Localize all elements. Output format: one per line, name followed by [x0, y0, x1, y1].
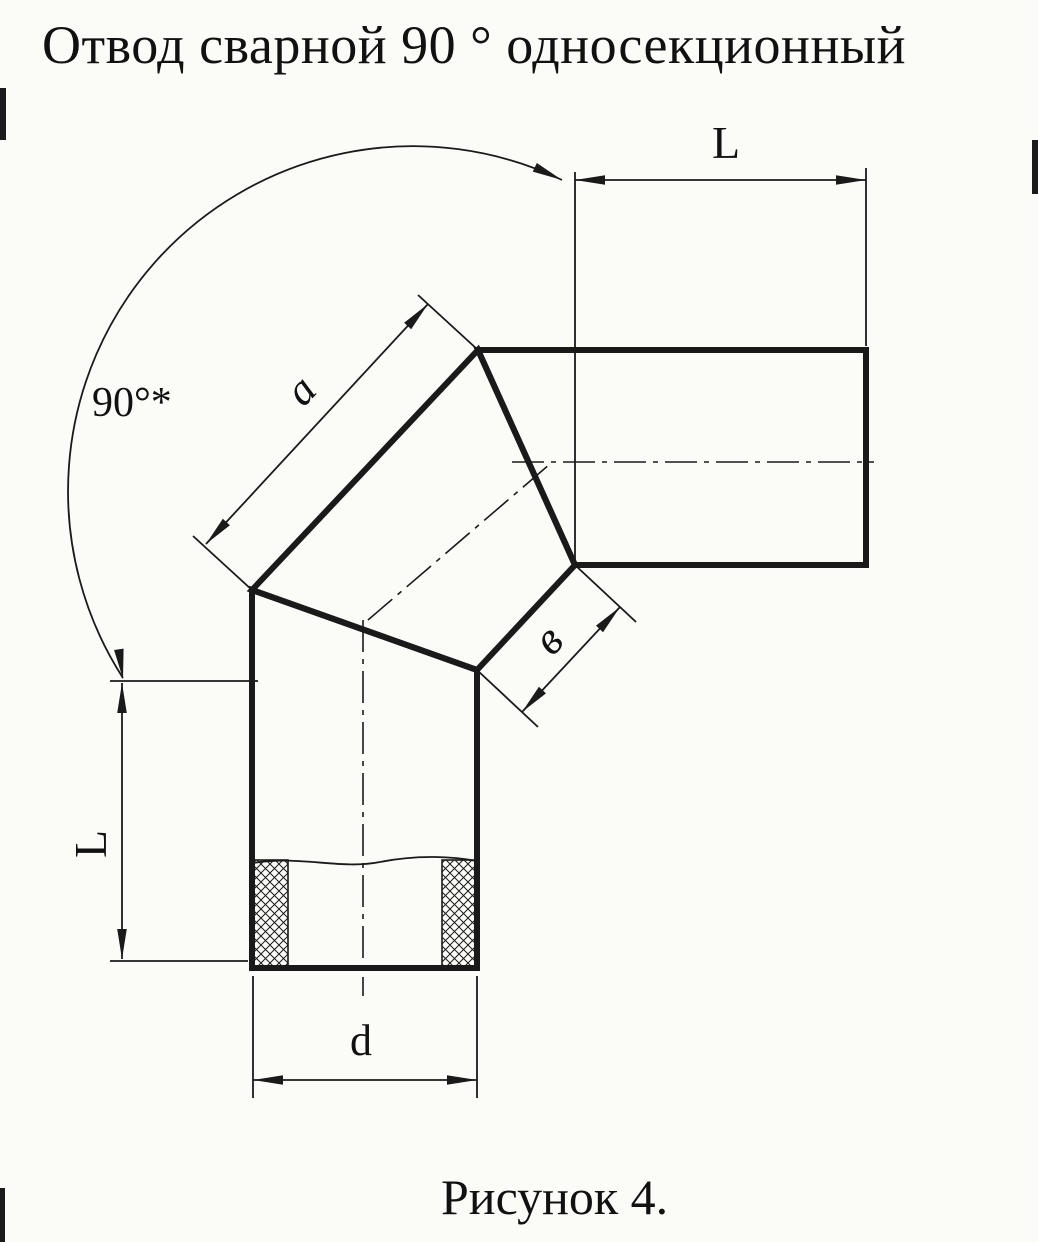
angle-arc	[67, 145, 563, 679]
centerlines	[362, 461, 874, 996]
horizontal-pipe-outline	[473, 347, 869, 568]
dimension-top-length: L	[574, 117, 867, 563]
scan-artifact	[0, 1188, 5, 1242]
extension-line	[476, 669, 539, 728]
insert-hatching	[252, 856, 478, 967]
drawing-title: Отвод сварной 90 ° односекционный	[42, 15, 907, 75]
extension-line	[417, 294, 479, 351]
angle-arc-arrowhead-bottom	[114, 648, 124, 679]
dimension-left-length: L	[65, 680, 258, 962]
dim-label-outer-segment: a	[275, 365, 326, 415]
dim-line-outer-segment	[205, 303, 429, 545]
hatched-wall-left	[252, 859, 289, 967]
extension-line	[574, 564, 637, 623]
scan-artifact	[0, 88, 6, 140]
dimension-outer-segment: a	[192, 294, 479, 591]
dimension-diameter: d	[252, 976, 478, 1098]
extension-line	[192, 535, 253, 591]
insert-top-line	[252, 856, 478, 866]
dim-label-diameter: d	[350, 1016, 372, 1065]
dim-label-angle: 90°*	[92, 380, 172, 426]
vertical-pipe-outline	[249, 585, 480, 971]
hatched-wall-right	[441, 859, 478, 967]
elbow-axis-centerline	[367, 463, 551, 621]
dim-label-inner-segment: в	[522, 615, 573, 664]
figure-caption: Рисунок 4.	[441, 1169, 669, 1225]
dim-label-top-length: L	[712, 117, 740, 168]
angle-arc-arrowhead-top	[532, 162, 562, 180]
dim-label-left-length: L	[65, 830, 116, 858]
scan-artifacts	[0, 88, 1038, 1242]
dim-line-inner-segment	[521, 606, 621, 713]
scan-artifact	[1032, 140, 1038, 194]
dimension-angle: 90°*	[67, 145, 563, 679]
